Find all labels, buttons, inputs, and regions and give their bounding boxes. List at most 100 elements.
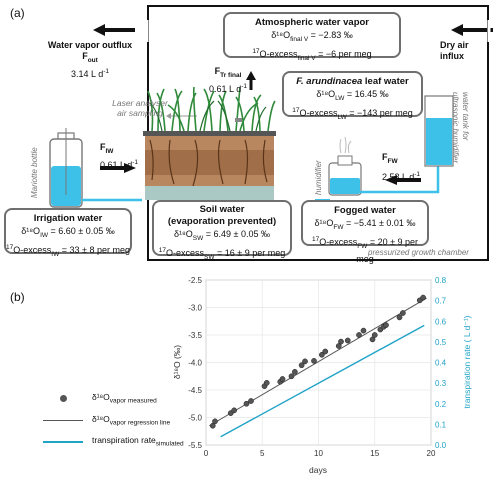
sw-title1: Soil water xyxy=(199,204,245,215)
iw-d18o-sub: IW xyxy=(40,231,49,239)
atm-d18o-value: = −2.83 ‰ xyxy=(308,30,353,40)
y-left-axis-label: δ¹⁸O (‰) xyxy=(172,345,182,379)
leaf-title-italic: F. arundinacea xyxy=(296,76,363,87)
y-left-tick-label: -2.5 xyxy=(188,276,202,285)
y-left-tick-label: -5.5 xyxy=(188,441,202,450)
laser-arrow-icon xyxy=(166,113,171,119)
measured-point xyxy=(212,418,218,425)
y-left-tick-label: -4.5 xyxy=(188,386,202,395)
fw-o17-value: = 20 ± 9 per meg xyxy=(356,236,419,264)
x-tick-label: 10 xyxy=(314,449,323,458)
legend-dot-icon xyxy=(60,395,67,402)
y-right-tick-label: 0.8 xyxy=(435,276,447,285)
y-right-tick-label: 0.6 xyxy=(435,317,447,326)
soil-water-box: Soil water (evaporation prevented) δ¹⁸OS… xyxy=(152,200,292,261)
measured-point xyxy=(292,369,298,375)
fw-o17-sup: 17 xyxy=(311,235,320,243)
atm-vapor-box: Atmospheric water vapor δ¹⁸Ofinal V = −2… xyxy=(223,12,401,62)
measured-point xyxy=(369,336,376,343)
legend-measured-main: δ¹⁸O xyxy=(92,392,110,402)
legend-regression-sub: vapor regression line xyxy=(109,419,171,427)
atm-o17-sub: final V xyxy=(297,54,316,62)
y-right-tick-label: 0.5 xyxy=(435,338,447,347)
fogged-arrow-icon xyxy=(385,175,421,185)
legend-transp-sub: simulated xyxy=(155,440,184,448)
iw-f-sub: IW xyxy=(105,147,114,155)
measured-point xyxy=(279,376,286,382)
fogged-water-box: Fogged water δ¹⁸OFW = −5.41 ± 0.01 ‰ 17O… xyxy=(301,200,429,264)
leaf-d18o-value: = 16.45 ‰ xyxy=(344,89,389,99)
legend-regression-main: δ¹⁸O xyxy=(92,414,110,424)
humidifier-icon xyxy=(328,136,362,196)
fw-d18o-label: δ¹⁸O xyxy=(314,218,334,228)
y-left-tick-label: -3.5 xyxy=(188,331,202,340)
iw-o17-sub: IW xyxy=(51,250,60,258)
leaf-o17-sup: 17 xyxy=(292,106,300,114)
chamber-label: pressurized growth chamber xyxy=(368,248,469,257)
x-tick-label: 5 xyxy=(260,449,265,458)
y-right-axis-label: transpiration rate ( L d⁻¹) xyxy=(462,315,472,408)
y-left-tick-label: -3.0 xyxy=(188,304,202,313)
legend-regression-line xyxy=(43,420,83,422)
measured-point xyxy=(322,348,329,355)
y-right-tick-label: 0.1 xyxy=(435,420,447,429)
leaf-d18o-label: δ¹⁸O xyxy=(316,89,336,99)
iw-o17-sup: 17 xyxy=(6,243,14,251)
atm-d18o-sub: final V xyxy=(290,35,309,43)
sw-d18o-label: δ¹⁸O xyxy=(173,229,193,239)
legend-transp-main: transpiration rate xyxy=(92,435,156,445)
x-tick-label: 20 xyxy=(427,449,436,458)
y-left-tick-label: -5.0 xyxy=(188,414,202,423)
iw-d18o-value: = 6.60 ± 0.05 ‰ xyxy=(48,226,115,236)
measured-point xyxy=(344,337,351,344)
atm-vapor-title: Atmospheric water vapor xyxy=(254,17,370,28)
legend-transpiration-line xyxy=(43,441,83,443)
fw-o17-sub: FW xyxy=(357,242,368,250)
measured-point xyxy=(420,294,426,301)
measured-point xyxy=(338,338,344,345)
irrigation-water-box: Irrigation water δ¹⁸OIW = 6.60 ± 0.05 ‰ … xyxy=(4,208,132,258)
measured-point xyxy=(298,362,305,369)
leaf-o17-value: = −143 per meg xyxy=(346,107,413,118)
fw-unit: -1 xyxy=(414,170,420,178)
y-left-tick-label: -4.0 xyxy=(188,359,202,368)
laser-line1: Laser analyser xyxy=(112,98,168,108)
outflux-title: Water vapor outflux xyxy=(47,40,133,50)
atm-o17-value: = −6 per meg xyxy=(315,48,372,59)
atm-o17-label: O-excess xyxy=(259,48,298,59)
iw-unit: -1 xyxy=(132,158,138,166)
iw-title: Irrigation water xyxy=(33,213,103,224)
iw-d18o-label: δ¹⁸O xyxy=(21,226,41,236)
atm-d18o-label: δ¹⁸O xyxy=(271,30,291,40)
y-right-tick-label: 0.7 xyxy=(435,297,447,306)
leaf-title-rest: leaf water xyxy=(362,76,409,87)
x-axis-label: days xyxy=(309,465,327,475)
measured-point xyxy=(248,398,254,404)
iw-value: 0.61 L d xyxy=(100,159,133,170)
y-right-tick-label: 0.3 xyxy=(435,379,447,388)
transpiration-arrow-icon xyxy=(246,71,256,90)
measured-point xyxy=(360,327,367,334)
x-tick-label: 15 xyxy=(370,449,379,458)
transpiration-line xyxy=(220,324,425,438)
measured-point xyxy=(383,322,389,328)
y-right-tick-label: 0.2 xyxy=(435,400,447,409)
irrigation-arrow-icon xyxy=(100,163,136,173)
mariotte-bottle-icon xyxy=(49,128,83,208)
dry-air-line2: influx xyxy=(440,51,464,61)
legend-measured-sub: vapor measured xyxy=(109,397,157,405)
fw-o17-label: O-excess xyxy=(319,236,358,247)
measured-point xyxy=(263,380,270,386)
irrigation-flux-label: FIW 0.61 L d-1 xyxy=(100,142,150,171)
sw-d18o-value: = 6.49 ± 0.05 ‰ xyxy=(203,229,271,239)
measured-point xyxy=(302,358,308,365)
outflux-unit: -1 xyxy=(103,67,109,75)
fw-d18o-sub: FW xyxy=(333,223,344,231)
atm-o17-sup: 17 xyxy=(252,47,260,55)
sw-d18o-sub: SW xyxy=(192,234,204,242)
laser-label: Laser analyser air sampling xyxy=(85,98,195,118)
sw-o17-value: = 16 ± 9 per meg xyxy=(214,247,286,258)
measured-point xyxy=(231,407,237,414)
